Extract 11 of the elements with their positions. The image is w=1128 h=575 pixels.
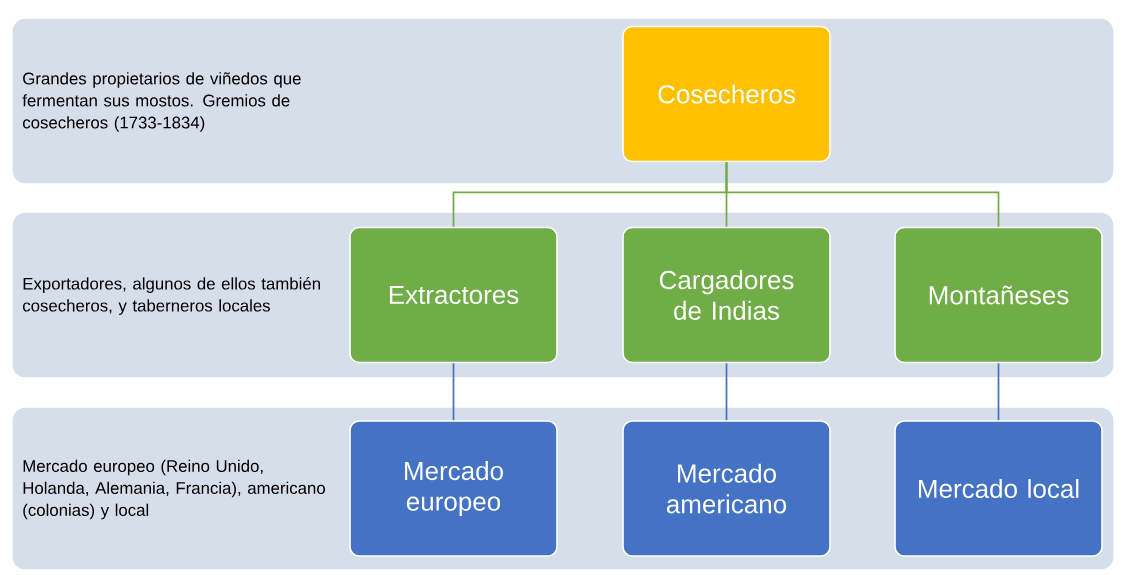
connector-line — [725, 362, 728, 422]
connector-line — [725, 161, 1000, 228]
connector-line — [452, 362, 455, 422]
category-box: Montañeses — [894, 226, 1103, 364]
category-box: Mercado europeo — [349, 420, 558, 557]
category-box: Cosecheros — [622, 25, 831, 163]
category-box: Extractores — [349, 226, 558, 364]
category-box: Cargadores de Indias — [622, 226, 831, 364]
category-box: Mercado local — [894, 420, 1103, 557]
category-box: Mercado americano — [622, 420, 831, 557]
connector-line — [997, 362, 1000, 422]
